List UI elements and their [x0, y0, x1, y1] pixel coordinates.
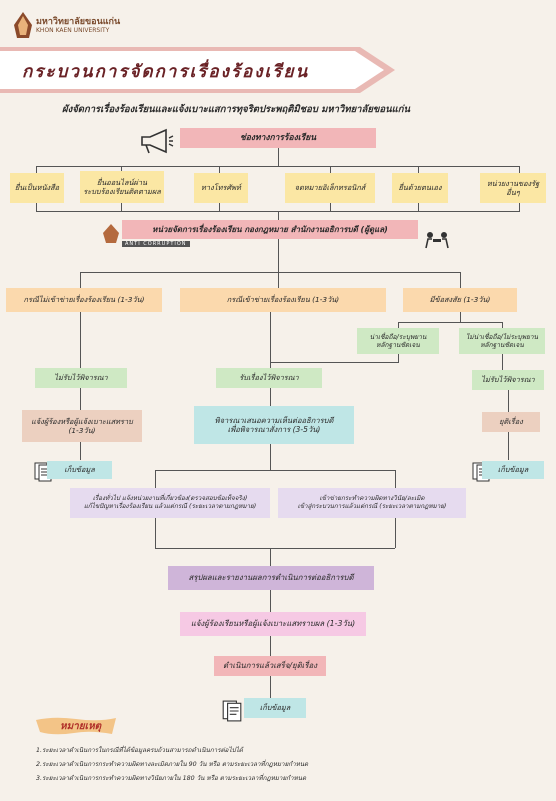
- propose-to-president: พิจารณาเสนอความเห็นต่ออธิการบดี เพื่อพิจ…: [194, 406, 354, 444]
- right-store-data: เก็บข้อมูล: [482, 461, 544, 479]
- case-complaint: กรณีเข้าข่ายเรื่องร้องเรียน (1-3วัน): [180, 288, 386, 312]
- banner-title: กระบวนการจัดการเรื่องร้องเรียน: [22, 62, 310, 82]
- summary-report: สรุปผลและรายงานผลการดำเนินการต่ออธิการบด…: [168, 566, 374, 590]
- channels-header: ช่องทางการร้องเรียน: [180, 128, 376, 148]
- left-store-data: เก็บข้อมูล: [47, 461, 112, 479]
- left-notify-complainant: แจ้งผู้ร้องหรือผู้แจ้งเบาะแสทราบ (1-3วัน…: [22, 410, 142, 442]
- terminate-matter: ยุติเรื่อง: [482, 412, 540, 432]
- complaint-unit: หน่วยจัดการเรื่องร้องเรียน กองกฎหมาย สำน…: [122, 220, 418, 239]
- left-not-considered: ไม่รับไว้พิจารณา: [35, 368, 127, 388]
- channel-online: ยื่นออนไลน์ผ่าน ระบบร้องเรียนติดตามผล: [80, 171, 164, 203]
- megaphone-icon: [138, 128, 174, 158]
- notes-title: หมายเหตุ: [60, 721, 102, 732]
- right-not-considered: ไม่รับไว้พิจารณา: [472, 370, 544, 390]
- university-logo: [12, 11, 34, 39]
- general-matter: เรื่องทั่วไป แจ้งหน่วยงานที่เกี่ยวข้อง(ต…: [70, 488, 270, 518]
- university-name-en: KHON KAEN UNIVERSITY: [36, 27, 110, 34]
- note-item: 1.ระยะเวลาดำเนินการในกรณีที่ได้ข้อมูลครบ…: [36, 747, 243, 754]
- final-document-icon: [222, 700, 242, 726]
- process-complete: ดำเนินการแล้วเสร็จ/ยุติเรื่อง: [214, 656, 326, 676]
- notes-banner: [34, 716, 118, 736]
- flowchart-subtitle: ผังจัดการเรื่องร้องเรียนและแจ้งเบาะแสการ…: [62, 104, 410, 115]
- meeting-icon: [424, 230, 450, 254]
- channel-other-agency: หน่วยงานของรัฐอื่นๆ: [480, 173, 546, 203]
- note-item: 3.ระยะเวลาดำเนินการกระทำความผิดทางวินัยภ…: [36, 775, 307, 782]
- channel-email: จดหมายอิเล็กทรอนิกส์: [285, 173, 375, 203]
- title-banner: [0, 47, 395, 93]
- note-item: 2.ระยะเวลาดำเนินการกระทำความผิดทางละเมิด…: [36, 761, 309, 768]
- accept-for-consideration: รับเรื่องไว้พิจารณา: [216, 368, 322, 388]
- disciplinary-matter: เข้าข่ายกระทำความผิดทางวินัย/ละเมิด เข้า…: [278, 488, 466, 518]
- channel-letter: ยื่นเป็นหนังสือ: [10, 173, 64, 203]
- case-not-complaint: กรณีไม่เข้าข่ายเรื่องร้องเรียน (1-3วัน): [6, 288, 162, 312]
- trusted-evidence: น่าเชื่อถือ/ระบุพยาน หลักฐานชัดเจน: [357, 328, 439, 354]
- anti-corruption-label: ANTI CORRUPTION: [122, 241, 190, 247]
- notify-result: แจ้งผู้ร้องเรียนหรือผู้แจ้งเบาะแสทราบผล …: [180, 612, 366, 636]
- final-store-data: เก็บข้อมูล: [244, 698, 306, 718]
- case-doubtful: มีข้อสงสัย (1-3วัน): [403, 288, 517, 312]
- channel-in-person: ยื่นด้วยตนเอง: [392, 173, 448, 203]
- untrusted-evidence: ไม่น่าเชื่อถือ/ไม่ระบุพยาน หลักฐานชัดเจน: [459, 328, 545, 354]
- university-name-thai: มหาวิทยาลัยขอนแก่น: [36, 17, 121, 27]
- anti-corruption-logo: [101, 223, 121, 243]
- channel-phone: ทางโทรศัพท์: [194, 173, 248, 203]
